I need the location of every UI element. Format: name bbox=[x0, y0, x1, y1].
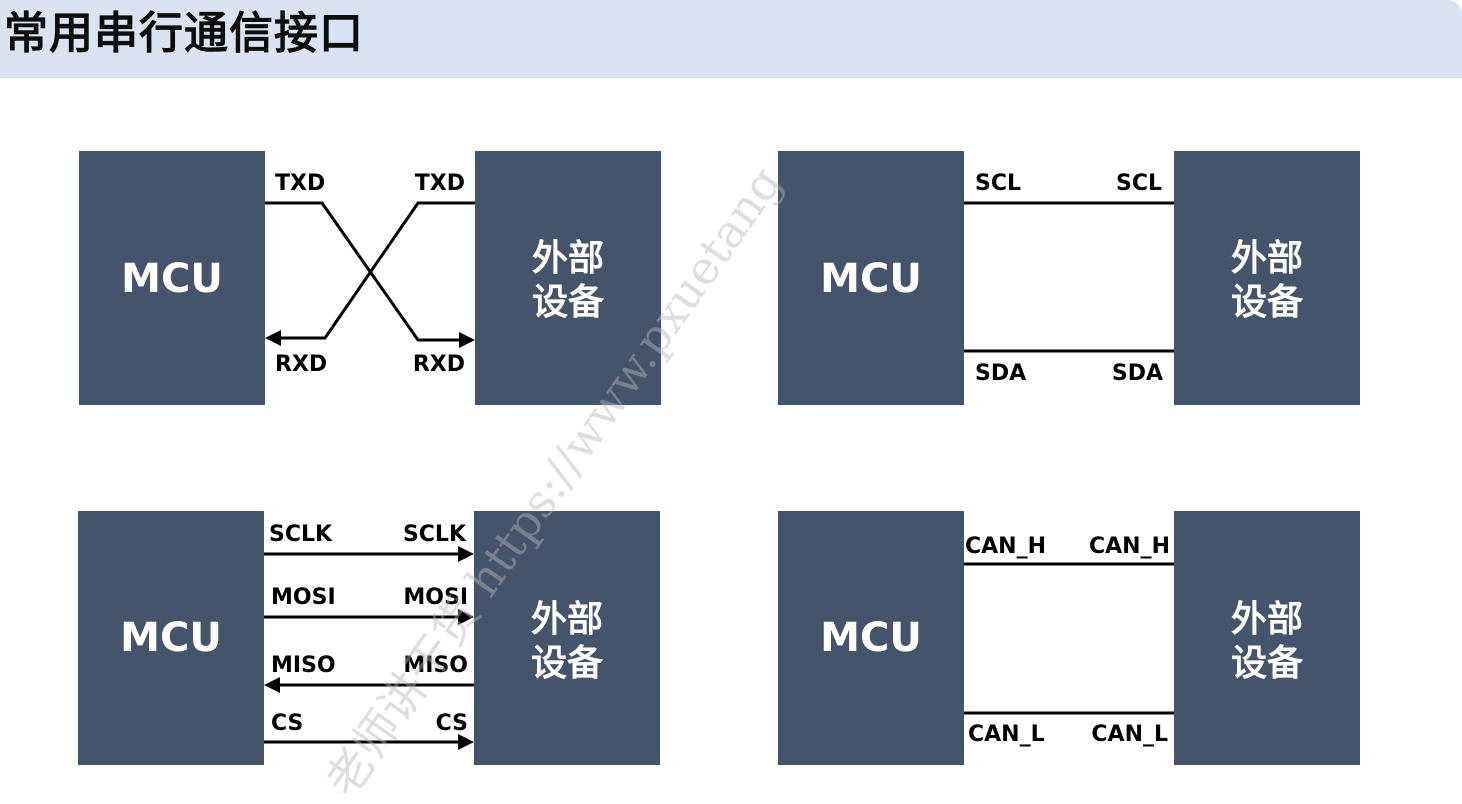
can-mcu-box bbox=[778, 511, 964, 765]
i2c-dev-sda-label: SDA bbox=[1112, 361, 1163, 386]
spi-mcu-cs-label: CS bbox=[271, 711, 303, 736]
spi-device-label-2: 设备 bbox=[531, 643, 604, 684]
uart-diagram: MCU 外部 设备 TXD TXD RXD RXD bbox=[79, 151, 661, 405]
i2c-device-label-1: 外部 bbox=[1231, 238, 1303, 279]
uart-mcu-tx-label: TXD bbox=[275, 171, 325, 196]
can-mcu-canl-label: CAN_L bbox=[968, 722, 1045, 747]
title-bar: 常用串行通信接口 bbox=[0, 0, 1462, 78]
i2c-mcu-box bbox=[778, 151, 964, 405]
uart-dev-rx-label: RXD bbox=[413, 352, 465, 377]
can-device-box bbox=[1174, 511, 1360, 765]
uart-mcu-rx-label: RXD bbox=[275, 352, 327, 377]
spi-diagram: MCU 外部 设备 SCLK SCLK MOSI MOSI MISO MISO … bbox=[78, 511, 660, 765]
i2c-device-label-2: 设备 bbox=[1231, 282, 1304, 323]
can-diagram: MCU 外部 设备 CAN_H CAN_H CAN_L CAN_L bbox=[778, 511, 1360, 765]
spi-mcu-label: MCU bbox=[120, 615, 222, 661]
uart-arrow-mcu-rx bbox=[265, 330, 281, 346]
spi-arrow-mosi bbox=[458, 609, 474, 625]
page-title: 常用串行通信接口 bbox=[4, 8, 364, 59]
spi-dev-sclk-label: SCLK bbox=[403, 522, 467, 547]
uart-wire-rx-to-tx bbox=[280, 201, 475, 340]
spi-mcu-sclk-label: SCLK bbox=[269, 522, 333, 547]
spi-dev-miso-label: MISO bbox=[403, 653, 468, 678]
spi-dev-mosi-label: MOSI bbox=[403, 585, 468, 610]
can-mcu-label: MCU bbox=[820, 615, 922, 661]
spi-mcu-miso-label: MISO bbox=[271, 653, 336, 678]
spi-device-label-1: 外部 bbox=[531, 599, 603, 640]
spi-mcu-mosi-label: MOSI bbox=[271, 585, 336, 610]
uart-dev-tx-label: TXD bbox=[415, 171, 465, 196]
uart-device-box bbox=[475, 151, 661, 405]
uart-device-label-1: 外部 bbox=[532, 238, 604, 279]
spi-arrow-sclk bbox=[458, 546, 474, 562]
can-dev-canl-label: CAN_L bbox=[1091, 722, 1168, 747]
i2c-mcu-label: MCU bbox=[820, 256, 922, 302]
can-device-label-1: 外部 bbox=[1231, 599, 1303, 640]
spi-dev-cs-label: CS bbox=[436, 711, 468, 736]
can-dev-canh-label: CAN_H bbox=[1089, 534, 1170, 559]
spi-device-box bbox=[474, 511, 660, 765]
uart-wire-tx-to-rx bbox=[265, 201, 461, 342]
can-mcu-canh-label: CAN_H bbox=[965, 534, 1046, 559]
uart-arrow-device-rx bbox=[459, 332, 475, 348]
uart-device-label-2: 设备 bbox=[532, 282, 605, 323]
i2c-dev-scl-label: SCL bbox=[1116, 171, 1162, 196]
spi-mcu-box bbox=[78, 511, 264, 765]
spi-arrow-cs bbox=[458, 734, 474, 750]
spi-arrow-miso bbox=[264, 677, 280, 693]
uart-mcu-label: MCU bbox=[121, 256, 223, 302]
i2c-mcu-scl-label: SCL bbox=[975, 171, 1021, 196]
uart-mcu-box bbox=[79, 151, 265, 405]
i2c-mcu-sda-label: SDA bbox=[975, 361, 1026, 386]
i2c-device-box bbox=[1174, 151, 1360, 405]
i2c-diagram: MCU 外部 设备 SCL SCL SDA SDA bbox=[778, 151, 1360, 405]
can-device-label-2: 设备 bbox=[1231, 643, 1304, 684]
